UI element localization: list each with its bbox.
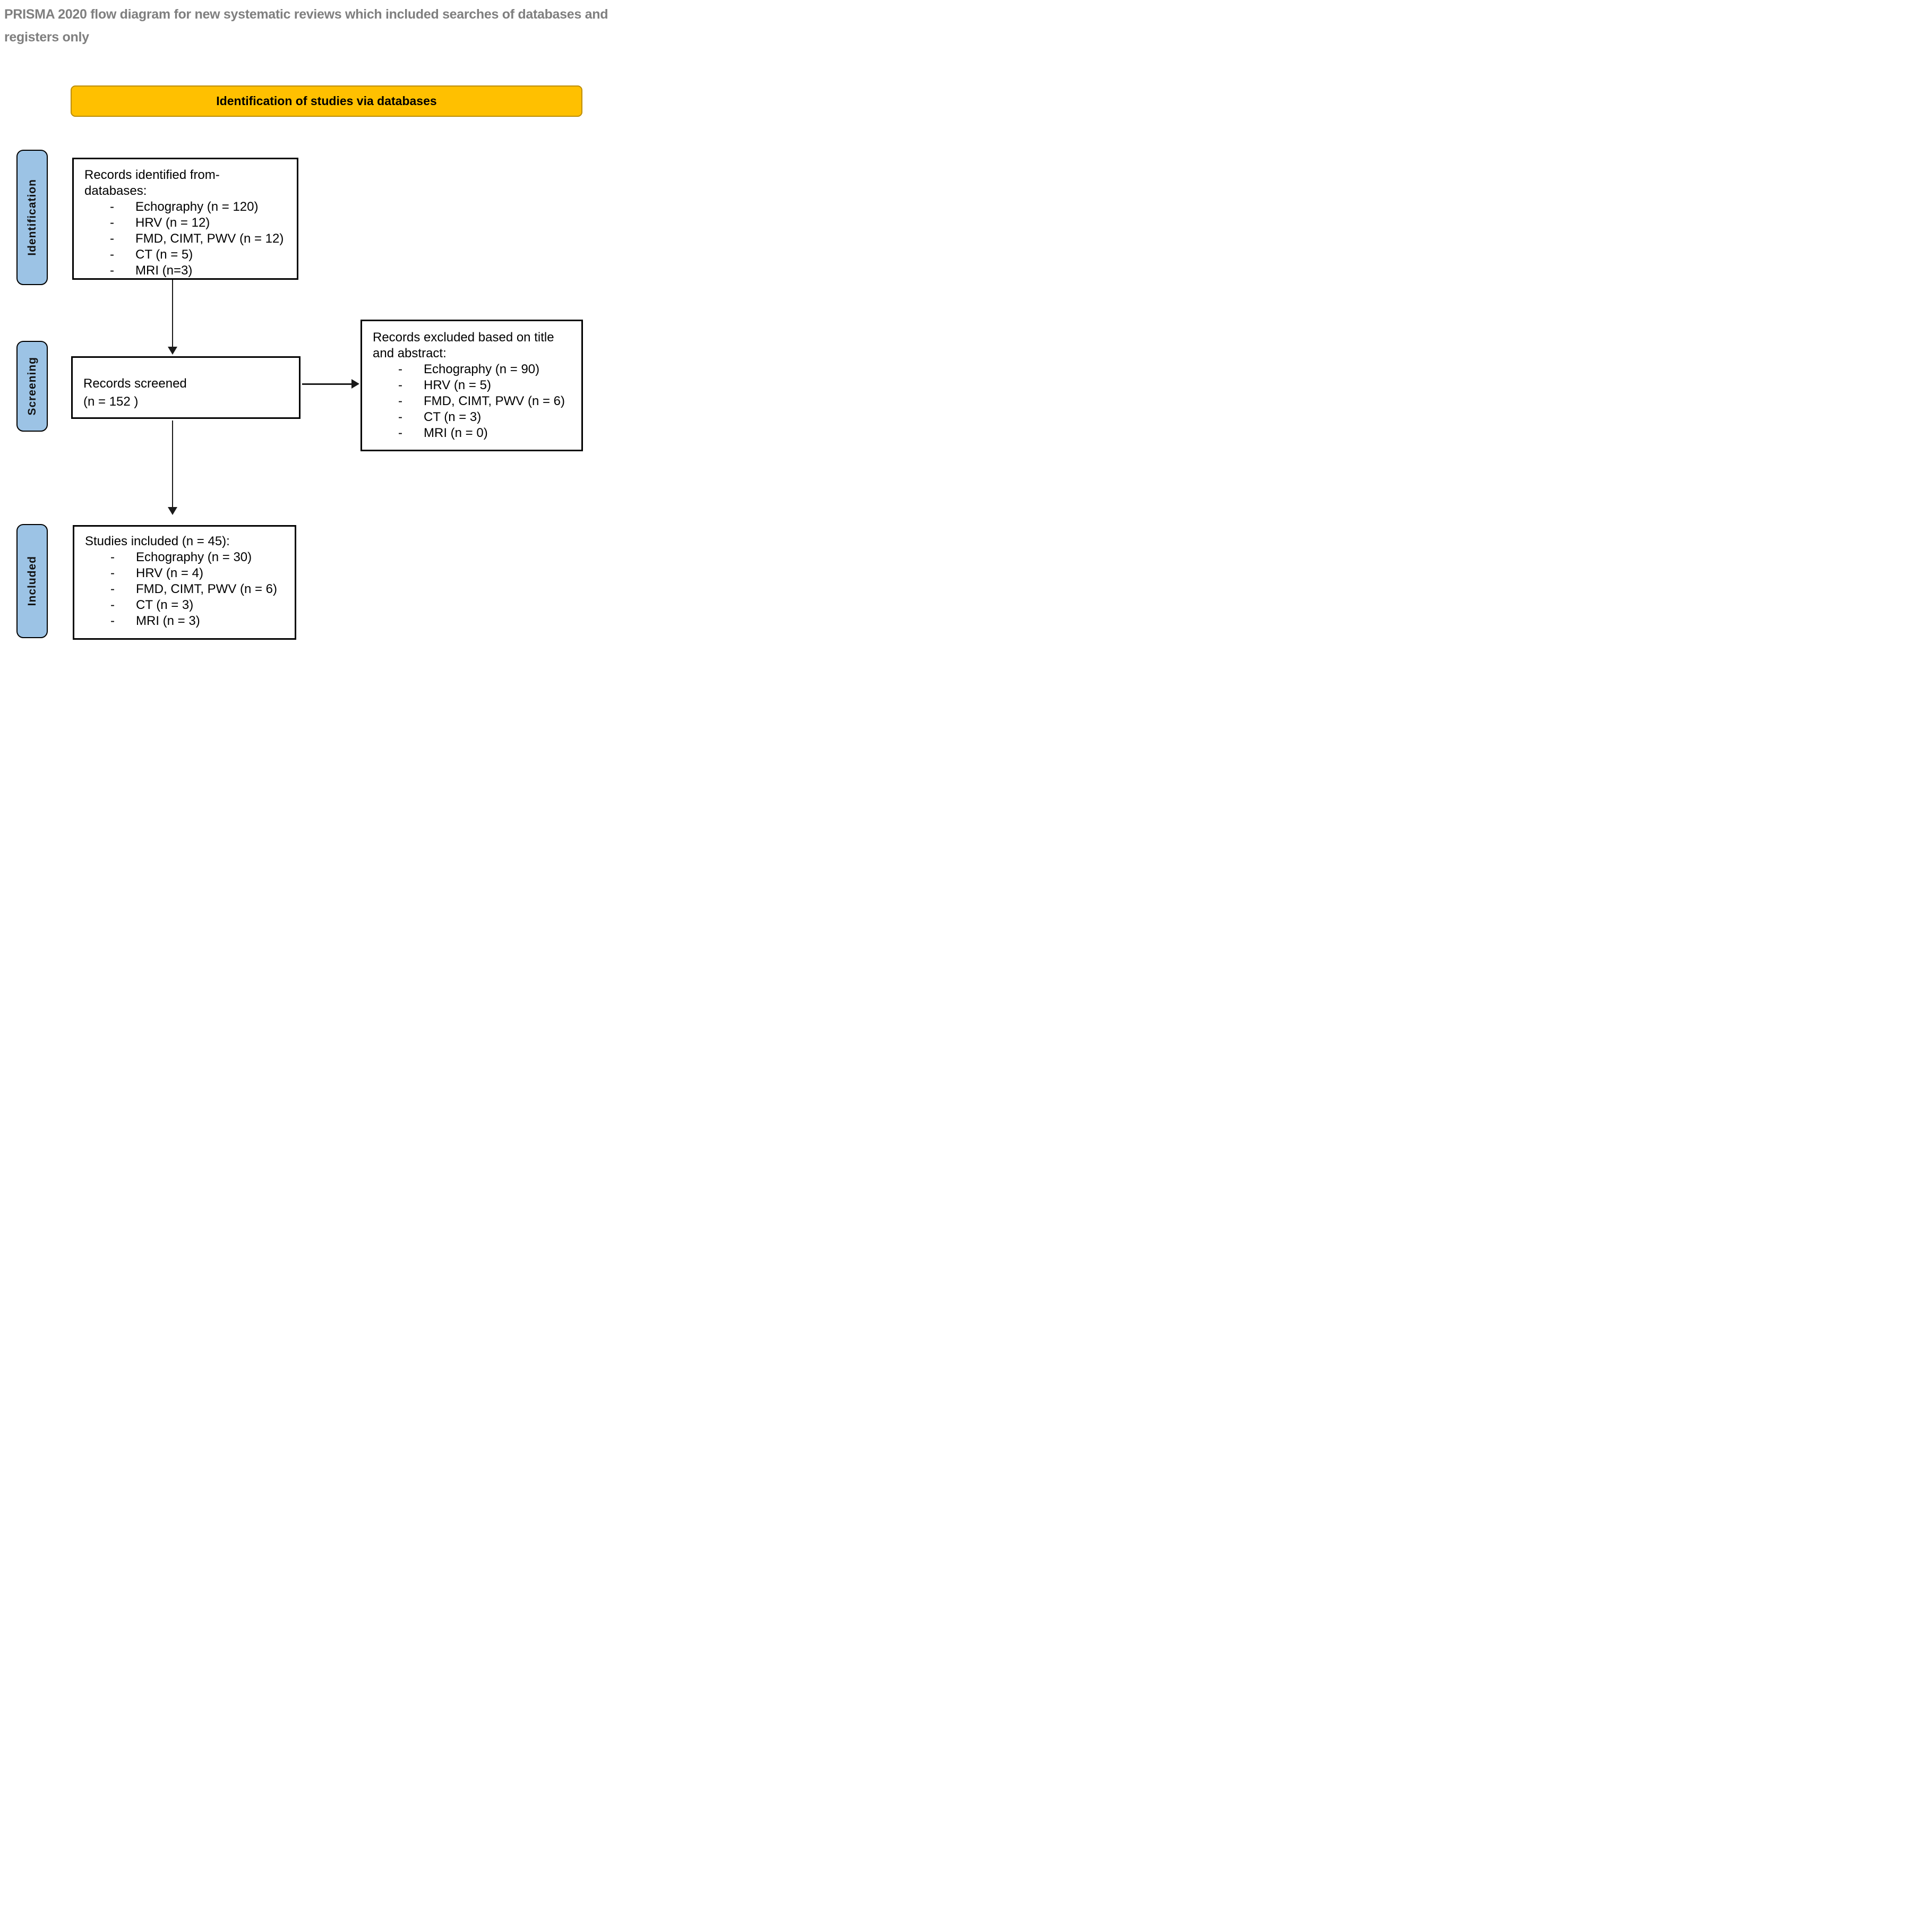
list-item: - HRV (n = 4) xyxy=(85,565,293,581)
box-records-identified-title-line1: Records identified from- xyxy=(84,168,220,182)
page-title: PRISMA 2020 flow diagram for new systema… xyxy=(4,7,608,45)
list-item-label: MRI (n=3) xyxy=(135,263,193,278)
banner-identification-of-studies: Identification of studies via databases xyxy=(71,85,582,117)
arrow-identified-to-screened xyxy=(168,280,177,355)
list-item-label: MRI (n = 0) xyxy=(424,426,488,440)
box-studies-included-title: Studies included (n = 45): xyxy=(85,534,230,548)
list-item: - MRI (n = 3) xyxy=(85,613,293,629)
list-item: - MRI (n = 0) xyxy=(373,425,579,441)
list-item-label: HRV (n = 4) xyxy=(136,566,203,580)
list-item: - FMD, CIMT, PWV (n = 6) xyxy=(373,393,579,409)
list-item: - Echography (n = 90) xyxy=(373,362,579,377)
list-item-label: MRI (n = 3) xyxy=(136,614,200,628)
list-item: - CT (n = 3) xyxy=(85,597,293,613)
arrow-line xyxy=(171,420,174,508)
box-studies-included: Studies included (n = 45): - Echography … xyxy=(73,525,296,640)
list-item-label: FMD, CIMT, PWV (n = 6) xyxy=(424,394,565,408)
box-records-identified: Records identified from- databases: - Ec… xyxy=(72,158,298,280)
stage-label-screening: Screening xyxy=(16,341,48,432)
bullet-dash: - xyxy=(398,410,402,424)
bullet-dash: - xyxy=(110,598,115,612)
list-item: - HRV (n = 5) xyxy=(373,377,579,393)
bullet-dash: - xyxy=(110,614,115,628)
list-item-label: CT (n = 3) xyxy=(424,410,482,424)
list-item-label: FMD, CIMT, PWV (n = 6) xyxy=(136,582,278,596)
stage-label-identification: Identification xyxy=(16,150,48,285)
list-item: - CT (n = 5) xyxy=(84,247,295,263)
box-records-screened-line2: (n = 152 ) xyxy=(83,394,139,409)
bullet-dash: - xyxy=(398,362,402,376)
list-item: - Echography (n = 120) xyxy=(84,199,295,215)
arrow-line xyxy=(302,383,352,385)
stage-label-included: Included xyxy=(16,524,48,638)
arrow-screened-to-excluded xyxy=(302,379,359,389)
list-item-label: HRV (n = 5) xyxy=(424,378,491,392)
list-item: - FMD, CIMT, PWV (n = 6) xyxy=(85,581,293,597)
bullet-dash: - xyxy=(398,394,402,408)
stage-label-included-text: Included xyxy=(25,556,38,606)
prisma-flow-diagram: PRISMA 2020 flow diagram for new systema… xyxy=(0,0,641,644)
arrow-head-down-icon xyxy=(168,347,177,355)
banner-label: Identification of studies via databases xyxy=(216,94,437,108)
list-item: - Echography (n = 30) xyxy=(85,549,293,565)
list-item: - MRI (n=3) xyxy=(84,263,295,279)
list-item: - FMD, CIMT, PWV (n = 12) xyxy=(84,231,295,247)
list-item-label: HRV (n = 12) xyxy=(135,216,210,230)
bullet-dash: - xyxy=(110,263,114,278)
box-records-excluded: Records excluded based on title and abst… xyxy=(360,320,583,451)
bullet-dash: - xyxy=(398,426,402,440)
bullet-dash: - xyxy=(110,247,114,262)
bullet-dash: - xyxy=(110,200,114,214)
list-item-label: Echography (n = 120) xyxy=(135,200,259,214)
bullet-dash: - xyxy=(110,550,115,564)
box-records-excluded-title-line1: Records excluded based on title xyxy=(373,330,554,345)
bullet-dash: - xyxy=(110,582,115,596)
list-item-label: CT (n = 3) xyxy=(136,598,194,612)
bullet-dash: - xyxy=(110,231,114,246)
list-item-label: Echography (n = 90) xyxy=(424,362,540,376)
bullet-dash: - xyxy=(110,566,115,580)
stage-label-screening-text: Screening xyxy=(25,357,38,416)
stage-label-identification-text: Identification xyxy=(25,179,38,256)
list-item-label: FMD, CIMT, PWV (n = 12) xyxy=(135,231,284,246)
list-item-label: Echography (n = 30) xyxy=(136,550,252,564)
list-item-label: CT (n = 5) xyxy=(135,247,193,262)
box-records-screened-line1: Records screened xyxy=(83,376,187,391)
box-records-identified-title-line2: databases: xyxy=(84,184,147,198)
list-item: - HRV (n = 12) xyxy=(84,215,295,231)
arrow-line xyxy=(171,280,174,347)
bullet-dash: - xyxy=(110,216,114,230)
arrow-head-down-icon xyxy=(168,507,177,515)
arrow-head-right-icon xyxy=(351,379,359,389)
bullet-dash: - xyxy=(398,378,402,392)
list-item: - CT (n = 3) xyxy=(373,409,579,425)
box-records-screened: Records screened (n = 152 ) xyxy=(71,356,301,419)
box-records-excluded-title-line2: and abstract: xyxy=(373,346,447,360)
arrow-screened-to-included xyxy=(168,420,177,515)
